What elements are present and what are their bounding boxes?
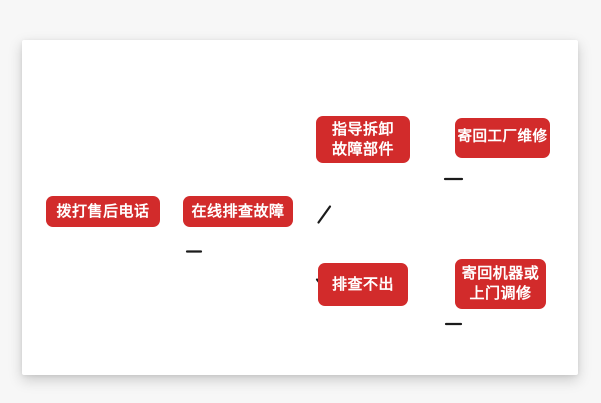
node-call-hotline: 拨打售后电话 (46, 196, 160, 227)
node-return-machine-or-onsite: 寄回机器或 上门调修 (455, 259, 546, 309)
diagram-card: 拨打售后电话 在线排查故障 指导拆卸 故障部件 寄回工厂维修 排查不出 寄回机器… (22, 40, 578, 375)
node-cannot-diagnose: 排查不出 (318, 263, 408, 306)
connector-online-to-guide (317, 205, 332, 224)
node-guide-disassemble: 指导拆卸 故障部件 (316, 116, 410, 163)
node-return-to-factory: 寄回工厂维修 (455, 118, 550, 158)
node-online-troubleshoot: 在线排查故障 (183, 196, 293, 227)
